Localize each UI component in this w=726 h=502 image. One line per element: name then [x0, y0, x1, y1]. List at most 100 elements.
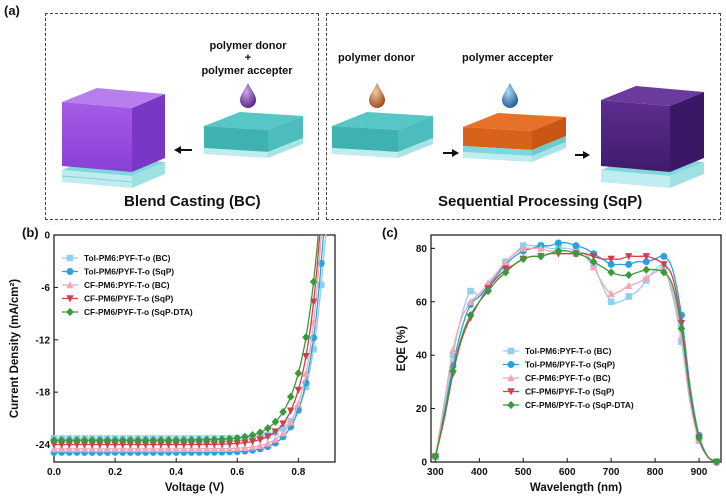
jv-point [88, 445, 96, 453]
sqp-donor-layer [463, 113, 566, 162]
jv-point [256, 436, 264, 444]
jv-series-2 [50, 234, 325, 456]
jv-point [180, 435, 188, 445]
bc-acceptor-label: polymer accepter [201, 65, 293, 77]
y-tick-label: 80 [416, 244, 428, 255]
eqe-point [712, 457, 721, 467]
eqe-point [554, 246, 563, 256]
jv-point [302, 383, 310, 391]
jv-point [157, 441, 165, 449]
jv-point [248, 438, 257, 446]
eqe-point [466, 297, 475, 306]
jv-point [57, 436, 66, 445]
jv-point [57, 441, 66, 449]
bc-caption: Blend Casting (BC) [124, 193, 261, 210]
y-tick-label: -18 [36, 388, 51, 399]
jv-point [65, 445, 73, 453]
eqe-point [642, 265, 651, 274]
jv-point [141, 445, 150, 453]
jv-point [271, 428, 280, 436]
jv-point [218, 440, 226, 448]
legend-label: CF-PM6/PYF-T-o (SqP-DTA) [525, 400, 634, 410]
jv-point [309, 317, 318, 326]
x-tick-label: 0.0 [47, 467, 61, 478]
eqe-point [484, 286, 492, 296]
legend-label: CF-PM6/PYF-T-o (SqP) [525, 387, 615, 397]
legend-label: Tol-PM6/PYF-T-o (SqP) [525, 360, 615, 370]
x-tick-label: 0.8 [291, 467, 305, 478]
eqe-point [449, 351, 457, 359]
sqp-substrate [332, 112, 433, 158]
jv-point [294, 386, 303, 394]
legend-marker [66, 268, 74, 275]
jv-point [264, 433, 272, 441]
legend-label: CF-PM6/PYF-T-o (SqP) [84, 294, 174, 304]
eqe-point [642, 253, 651, 261]
jv-point [264, 424, 272, 433]
eqe-point [660, 261, 668, 269]
jv-point [103, 436, 112, 445]
jv-point [50, 445, 58, 453]
bc-drop-icon [240, 83, 256, 108]
jv-point [248, 443, 257, 451]
legend-marker [507, 347, 515, 355]
eqe-point [625, 293, 633, 300]
eqe-point [624, 270, 633, 280]
sqp-result-device [601, 86, 704, 188]
panel-c-label: (c) [382, 225, 398, 240]
jv-point [279, 420, 287, 428]
sqp-donor-label: polymer donor [338, 52, 416, 64]
jv-point [119, 441, 127, 449]
jv-point [96, 445, 104, 453]
y-axis-title: EQE (%) [396, 326, 408, 372]
jv-point [111, 441, 119, 449]
jv-point [225, 434, 234, 443]
x-tick-label: 0.6 [230, 467, 244, 478]
x-tick-label: 500 [515, 467, 532, 478]
jv-point [96, 441, 104, 449]
jv-point [256, 428, 264, 437]
jv-point [218, 444, 226, 452]
jv-point [103, 441, 112, 449]
y-tick-label: 0 [44, 231, 50, 242]
eqe-point [537, 252, 545, 261]
y-tick-label: 40 [416, 351, 428, 362]
jv-point [96, 436, 104, 445]
y-tick-label: -6 [41, 283, 50, 294]
jv-point [210, 440, 219, 449]
y-tick-label: -24 [36, 440, 51, 451]
jv-point [187, 444, 196, 453]
jv-point [203, 444, 211, 453]
jv-point [302, 333, 310, 342]
bc-substrate [204, 112, 303, 158]
legend-marker [507, 388, 515, 396]
jv-point [256, 441, 264, 449]
jv-point [126, 445, 135, 453]
eqe-point [519, 244, 527, 252]
eqe-point [519, 254, 528, 264]
jv-point [164, 444, 173, 453]
eqe-point [607, 298, 615, 306]
bc-box [45, 13, 319, 220]
eqe-series-5 [431, 246, 721, 467]
jv-point [310, 346, 317, 353]
jv-point [119, 445, 127, 453]
jv-point [264, 439, 272, 447]
eqe-point [625, 281, 633, 290]
jv-point [287, 418, 295, 426]
y-tick-label: 0 [421, 458, 427, 469]
jv-point [279, 407, 287, 417]
jv-point [218, 435, 226, 444]
jv-point [80, 445, 89, 453]
plot-frame [53, 234, 336, 463]
jv-point [50, 441, 58, 449]
jv-series-3 [50, 234, 322, 453]
y-tick-label: 60 [416, 297, 428, 308]
legend-label: Tol-PM6:PYF-T-o (BC) [84, 253, 171, 263]
eqe-point [607, 268, 615, 277]
eqe-point [572, 242, 580, 250]
jv-point [88, 436, 96, 445]
jv-point [210, 444, 219, 453]
jv-point [317, 281, 325, 289]
jv-point [195, 441, 203, 449]
